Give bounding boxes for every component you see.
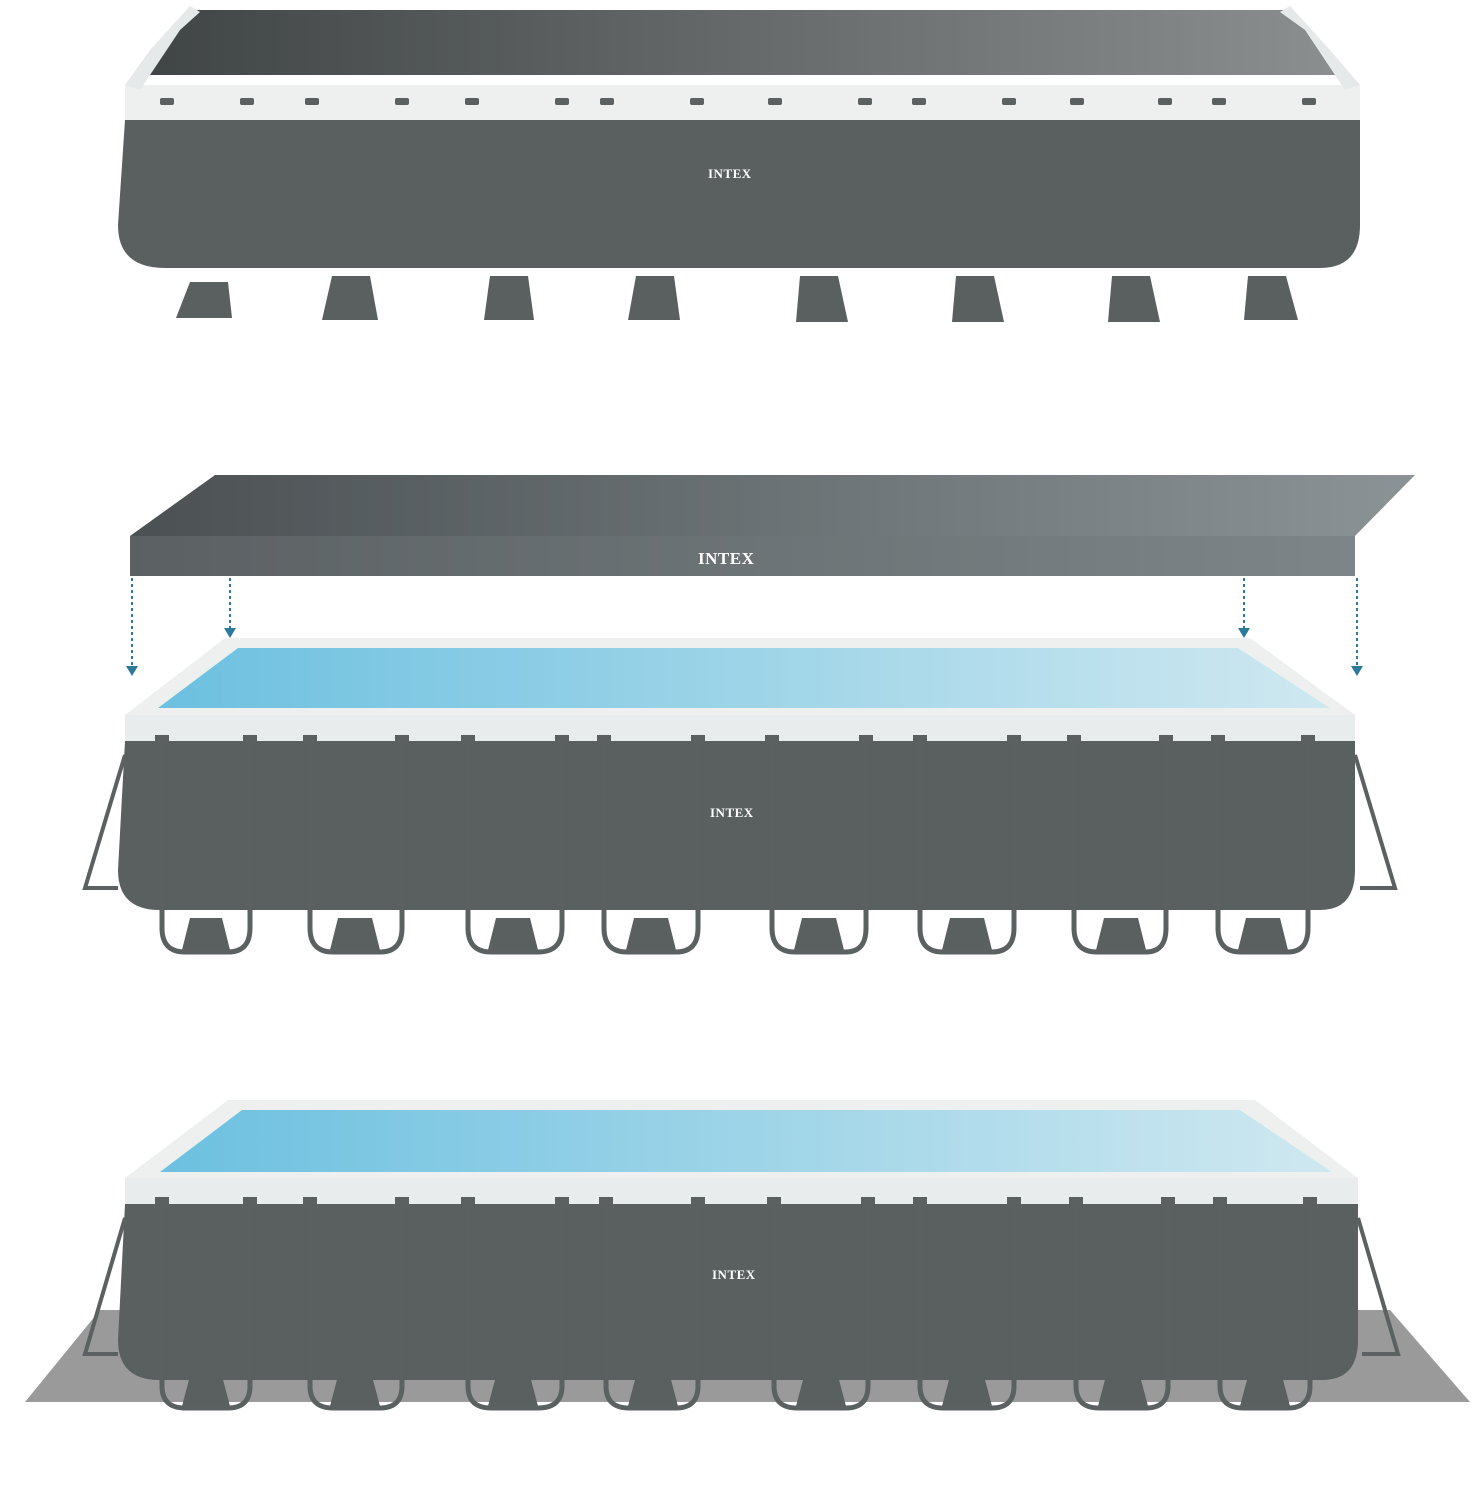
side-braces — [82, 1217, 1401, 1356]
cover-installation-illustration: INTEX — [82, 475, 1415, 955]
arrow-heads — [126, 628, 1363, 676]
drop-arrows — [131, 578, 1358, 666]
pool-water — [158, 648, 1330, 708]
pool-cover-top — [135, 10, 1350, 75]
brand-logo: INTEX — [712, 1267, 756, 1282]
cover-brand-logo: INTEX — [698, 549, 755, 568]
covered-pool-illustration: INTEX — [118, 6, 1360, 322]
pool-front-rail — [125, 715, 1355, 741]
pool-brand-logo: INTEX — [710, 805, 754, 820]
panel-cover-installation: INTEX — [0, 470, 1484, 970]
brand-logo: INTEX — [708, 166, 752, 181]
side-braces — [82, 754, 1398, 890]
leg-feet — [182, 918, 1288, 950]
leg-caps — [155, 1197, 1317, 1205]
top-rail — [125, 85, 1360, 120]
pool-wall — [118, 120, 1360, 268]
rail-slots — [160, 98, 1316, 105]
pool-feet — [176, 276, 1298, 322]
pool-front-rail — [125, 1178, 1358, 1204]
panel-covered-pool: INTEX — [0, 0, 1484, 340]
pool-wall — [118, 741, 1355, 910]
pool-wall — [118, 1204, 1358, 1380]
leg-caps — [155, 735, 1315, 743]
pool-water — [160, 1110, 1332, 1172]
rail-corner-right — [1280, 6, 1360, 90]
leg-feet — [182, 1376, 1290, 1406]
rail-corner-left — [125, 6, 200, 90]
solar-cover-top — [130, 475, 1415, 536]
panel-pool-with-ground-cloth: INTEX — [0, 1090, 1484, 1500]
frame-legs — [159, 1201, 1313, 1411]
solar-cover-front — [130, 536, 1355, 576]
frame-legs — [159, 739, 1311, 955]
pool-ground-cloth-illustration: INTEX — [25, 1100, 1470, 1411]
